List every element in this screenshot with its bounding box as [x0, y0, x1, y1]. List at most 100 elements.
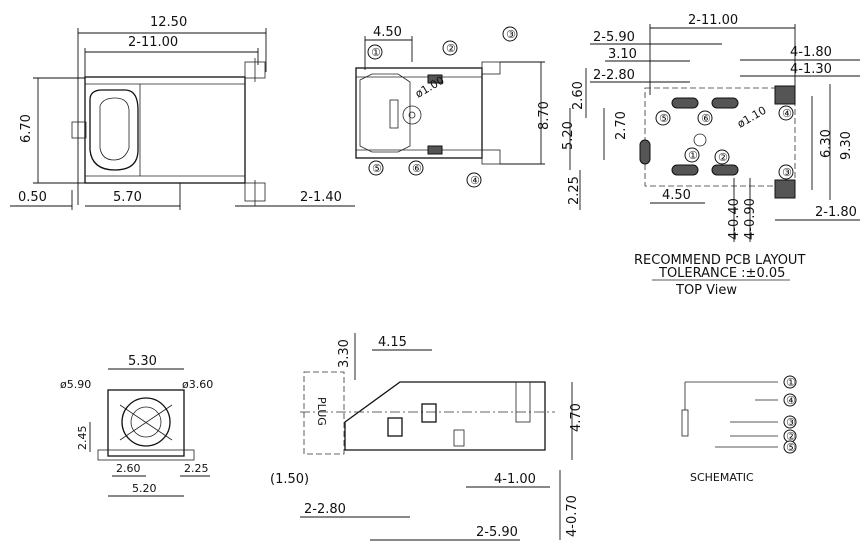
dim-end-5-20: 5.20: [132, 482, 157, 495]
dim-body-height: 8.70: [537, 101, 552, 130]
dim-pin-width: 2-1.40: [300, 190, 342, 205]
pcb-slot-5: [639, 139, 651, 165]
top-pin-label-1: ①: [371, 46, 381, 59]
dim-1-50: (1.50): [270, 472, 309, 487]
dim-4-1-30: 4-1.30: [790, 62, 832, 77]
pcb-slot-3: [671, 164, 699, 176]
top-terminal-upper: [481, 61, 501, 75]
top-slot: [389, 99, 399, 129]
pcb-pin-label-1: ①: [688, 149, 698, 162]
top-hole-outer: [402, 105, 422, 125]
pcb-pad-1: [774, 85, 796, 105]
pcb-pin-callout-3: [778, 164, 794, 180]
dim-overall-length: 12.50: [150, 15, 187, 30]
side-window-1: [387, 417, 403, 437]
pcb-pin-callout-4: [778, 105, 794, 121]
end-view: 5.30 ø5.90 ø3.60 2.45 2.60 2.25 5.20: [60, 354, 213, 497]
top-pin-label-2: ②: [446, 42, 456, 55]
top-pin-callout-4: [466, 172, 482, 188]
end-cross-b: [119, 404, 173, 441]
front-body: [84, 76, 246, 184]
top-pin-callout-1: [367, 44, 383, 60]
dim-4-0-90: 4-0.90: [743, 198, 758, 240]
top-pin-label-4: ④: [470, 174, 480, 187]
end-body: [107, 389, 185, 457]
top-pad-upper: [427, 74, 443, 84]
top-pad-lower: [427, 145, 443, 155]
schematic-pin-5: [783, 440, 797, 454]
dim-2-60: 2.60: [571, 81, 586, 110]
top-pin-callout-3: [502, 26, 518, 42]
dim-end-2-25: 2.25: [184, 462, 209, 475]
pcb-caption-1: RECOMMEND PCB LAYOUT: [634, 253, 805, 268]
plug-outline: [303, 371, 345, 455]
schematic-pin-label-1: ①: [786, 376, 796, 389]
pcb-pin-label-2: ②: [718, 151, 728, 164]
schematic-pin-label-4: ④: [786, 394, 796, 407]
dim-5-90: 2-5.90: [593, 30, 635, 45]
dim-4-50: 4.50: [662, 188, 691, 203]
schematic-pin-3: [783, 415, 797, 429]
pcb-pin-callout-5: [655, 110, 671, 126]
dim-end-width: 5.30: [128, 354, 157, 369]
pcb-caption-3: TOP View: [675, 283, 737, 298]
pcb-pin-callout-2: [714, 149, 730, 165]
top-pin-label-6: ⑥: [412, 162, 422, 175]
schematic-pin-4: [783, 393, 797, 407]
pcb-diameter: ø1.10: [735, 104, 769, 131]
side-body: [344, 381, 546, 451]
dim-2-2-80: 2-2.80: [304, 502, 346, 517]
pcb-slot-2: [711, 97, 739, 109]
pcb-pin-label-4: ④: [782, 107, 792, 120]
side-pin-window: [453, 429, 465, 447]
front-clip-inner: [99, 97, 130, 161]
pcb-pin-callout-6: [697, 110, 713, 126]
schematic-label: SCHEMATIC: [690, 471, 754, 484]
top-pin-label-3: ③: [506, 28, 516, 41]
top-pin-callout-6: [408, 160, 424, 176]
dim-2-80: 2-2.80: [593, 68, 635, 83]
dim-height: 6.70: [19, 114, 34, 143]
front-tab: [71, 121, 87, 139]
pcb-layout-view: 2-11.00 2-5.90 3.10 2-2.80 4-1.80 4-1.30…: [561, 13, 860, 298]
front-view: 12.50 2-11.00 6.70 0.50 5.70 2-1.40: [10, 15, 355, 210]
pcb-center-hole: [693, 133, 707, 147]
schematic-view: ① ④ ③ ② ⑤ SCHEMATIC: [681, 375, 797, 484]
dim-4-0-70: 4-0.70: [565, 495, 580, 537]
dim-4-0-40: 4-0.40: [727, 198, 742, 240]
schematic-sleeve: [681, 409, 689, 437]
pcb-caption-2: TOLERANCE :±0.05: [658, 266, 785, 281]
dim-base-length: 5.70: [113, 190, 142, 205]
dim-9-30: 9.30: [839, 131, 854, 160]
schematic-pin-label-3: ③: [786, 416, 796, 429]
end-circle-inner: [130, 406, 162, 438]
top-hole-inner: [408, 111, 416, 119]
pcb-slot-4: [711, 164, 739, 176]
top-body: [355, 67, 483, 159]
dim-3-30: 3.30: [337, 339, 352, 368]
top-view: 4.50 ø1.00 8.70 ① ② ③ ④ ⑤ ⑥: [355, 25, 552, 188]
end-base: [97, 449, 195, 461]
pcb-slot-1: [671, 97, 699, 109]
dim-6-30: 6.30: [819, 129, 834, 158]
dim-pcb-pitch: 2-11.00: [688, 13, 738, 28]
pcb-pin-label-5: ⑤: [659, 112, 669, 125]
dim-end-dia-inner: ø3.60: [182, 378, 213, 391]
dim-end-height: 2.45: [76, 426, 89, 451]
pcb-pad-2: [774, 179, 796, 199]
schematic-pin-label-5: ⑤: [786, 441, 796, 454]
front-clip-outer: [89, 89, 139, 171]
dim-4-70: 4.70: [569, 403, 584, 432]
top-pin-callout-2: [442, 40, 458, 56]
dim-4-15: 4.15: [378, 335, 407, 350]
top-housing-inner: [359, 73, 411, 153]
dim-end-dia-outer: ø5.90: [60, 378, 91, 391]
dim-3-10: 3.10: [608, 47, 637, 62]
dim-2-70: 2.70: [614, 111, 629, 140]
dim-width: 4.50: [373, 25, 402, 40]
schematic-pin-label-2: ②: [786, 430, 796, 443]
dim-end-2-60: 2.60: [116, 462, 141, 475]
schematic-pin-1: [783, 375, 797, 389]
pcb-pin-label-6: ⑥: [701, 112, 711, 125]
dim-pitch-top: 2-11.00: [128, 35, 178, 50]
